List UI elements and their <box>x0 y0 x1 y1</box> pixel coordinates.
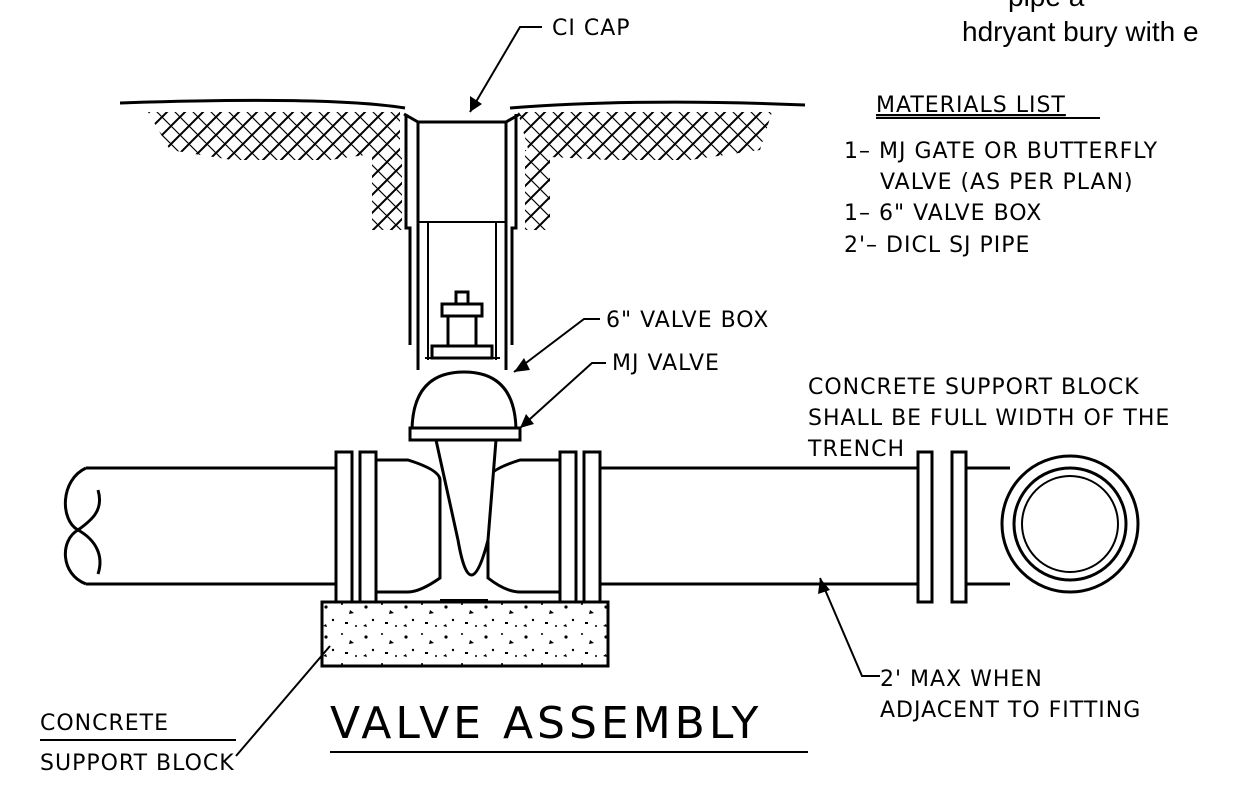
label-mj-valve: MJ VALVE <box>612 351 720 376</box>
left-flanges <box>334 450 442 604</box>
ground <box>119 98 806 230</box>
materials-item-4: 2'– DICL SJ PIPE <box>844 233 1030 258</box>
top-note-line-2: hdryant bury with e <box>962 16 1199 47</box>
label-support-block-note-2: SHALL BE FULL WIDTH OF THE <box>808 406 1170 431</box>
label-max-note-1: 2' MAX WHEN <box>880 667 1043 692</box>
top-note-line-1: pipe a <box>1008 0 1085 12</box>
label-concrete: CONCRETE <box>40 711 169 736</box>
materials-item-1: 1– MJ GATE OR BUTTERFLY <box>844 139 1158 164</box>
mj-valve <box>408 370 522 601</box>
arrowheads <box>470 96 830 594</box>
valve-operator <box>425 290 500 360</box>
pipe-right <box>600 450 1010 604</box>
pipe-left <box>64 466 336 586</box>
label-support-block-note-3: TRENCH <box>807 437 905 462</box>
valve-box <box>403 112 521 370</box>
leader-lines <box>235 26 880 757</box>
concrete-support-block <box>320 600 610 668</box>
materials-item-2: VALVE (AS PER PLAN) <box>880 170 1134 195</box>
right-flanges <box>486 450 602 604</box>
label-ci-cap: CI CAP <box>552 16 631 41</box>
label-max-note-2: ADJACENT TO FITTING <box>880 698 1141 723</box>
drawing-title: VALVE ASSEMBLY <box>330 698 762 749</box>
materials-heading: MATERIALS LIST <box>876 93 1066 118</box>
label-valve-box: 6" VALVE BOX <box>606 308 769 333</box>
label-support-block: SUPPORT BLOCK <box>40 751 235 776</box>
materials-item-3: 1– 6" VALVE BOX <box>844 201 1042 226</box>
label-support-block-note-1: CONCRETE SUPPORT BLOCK <box>808 375 1140 400</box>
pipe-end-view <box>1000 454 1140 594</box>
